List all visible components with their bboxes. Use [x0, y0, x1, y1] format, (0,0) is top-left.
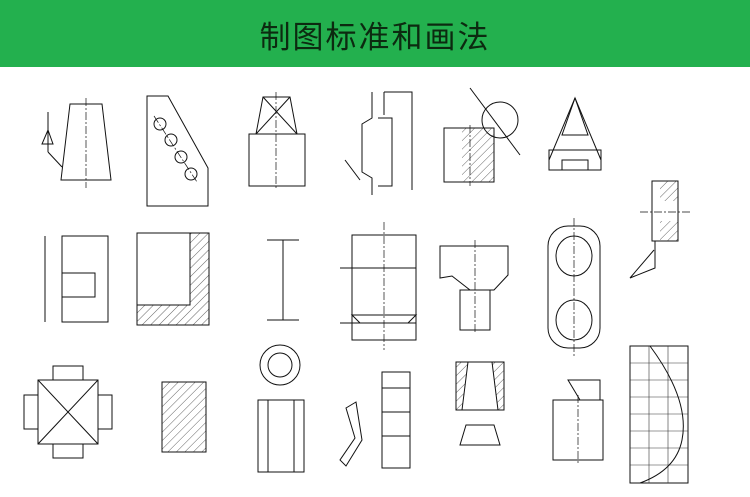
figure-flanged-fitting: [552, 379, 604, 465]
figure-cone-on-block: [548, 96, 602, 171]
figure-shaft-square-end: [248, 92, 306, 190]
header-bar: 制图标准和画法: [0, 0, 750, 67]
figure-grid-curve: [629, 345, 689, 484]
figure-chain-link: [547, 218, 601, 356]
figure-cylinder-dimensions: [340, 222, 418, 350]
figure-tapered-block: [41, 98, 112, 188]
figure-channel-section: [344, 91, 413, 195]
figure-pipe-cross: [23, 365, 113, 459]
figure-hatched-rectangle: [161, 381, 207, 453]
figure-circle-hatched-section: [443, 87, 521, 186]
figure-dimension-line: [267, 239, 299, 321]
figure-bushing-section: [629, 180, 690, 279]
figure-column-segments: [381, 371, 411, 469]
page-title: 制图标准和画法: [259, 20, 491, 56]
figure-tapered-bore: [455, 361, 505, 446]
figure-hole-pattern-plate: [146, 95, 209, 207]
figure-shaft-break: [439, 240, 509, 334]
figure-hollow-shaft: [257, 344, 305, 473]
figure-corner-weld: [136, 232, 210, 326]
figure-stepped-block-dimensions: [44, 235, 109, 323]
drawing-sheet: [23, 87, 690, 484]
figure-bent-bar: [339, 401, 363, 467]
